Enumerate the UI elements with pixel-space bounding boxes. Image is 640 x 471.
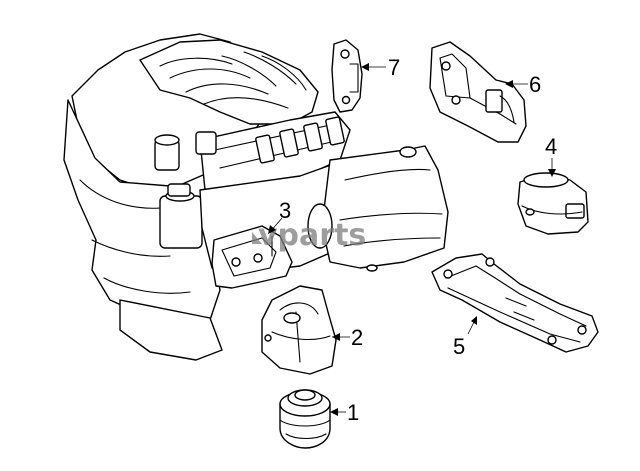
callout-7: 7 xyxy=(361,55,400,80)
callout-3: 3 xyxy=(268,198,291,234)
callout-label-1: 1 xyxy=(347,400,359,425)
callout-6: 6 xyxy=(505,72,541,97)
callout-label-5: 5 xyxy=(453,334,465,359)
transmission xyxy=(307,145,449,272)
part-7-bracket xyxy=(331,39,363,113)
callout-label-2: 2 xyxy=(351,325,363,350)
reservoir xyxy=(159,195,203,249)
callout-5: 5 xyxy=(453,316,477,359)
part-4-mount xyxy=(517,172,589,235)
oil-pan xyxy=(119,299,223,361)
callout-label-6: 6 xyxy=(529,72,541,97)
callout-2: 2 xyxy=(332,325,363,350)
part-6-bracket xyxy=(429,41,527,143)
part-5-crossmember xyxy=(431,253,599,353)
callout-label-4: 4 xyxy=(545,134,557,159)
watermark-logo-mark xyxy=(252,232,262,244)
callout-label-7: 7 xyxy=(388,55,400,80)
callout-label-3: 3 xyxy=(279,198,291,223)
callout-4: 4 xyxy=(545,134,557,177)
part-2-mount xyxy=(261,285,337,375)
callout-1: 1 xyxy=(330,400,359,425)
watermark-text: vparts xyxy=(258,218,366,253)
part-1-insulator xyxy=(279,389,331,449)
